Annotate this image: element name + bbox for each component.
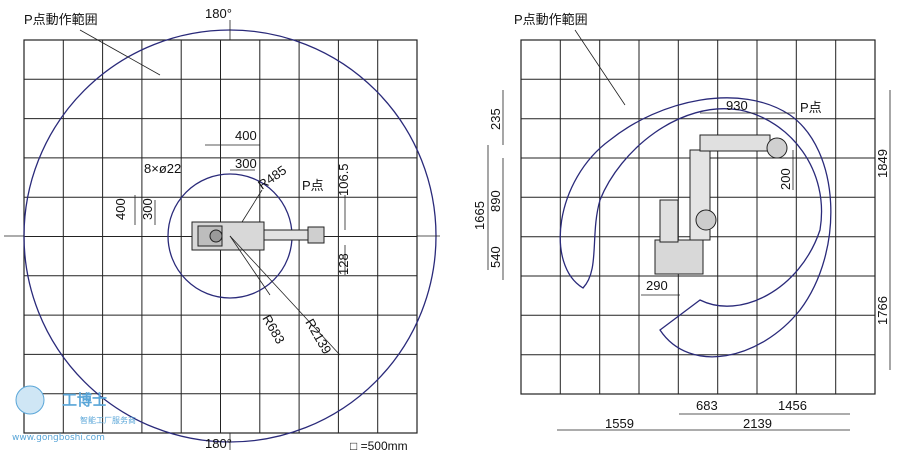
right-grid-frame xyxy=(520,39,876,395)
right-title: P点動作範囲 xyxy=(514,12,588,27)
left-dimension-lines xyxy=(79,29,346,356)
right-dim-1559: 1559 xyxy=(605,416,634,431)
watermark-brand: 工博士 xyxy=(62,391,107,409)
right-dim-235: 235 xyxy=(488,108,503,130)
left-grid xyxy=(23,39,418,434)
left-dim-300-side: 300 xyxy=(140,198,155,220)
left-angle-top: 180° xyxy=(205,6,232,21)
right-dim-1665: 1665 xyxy=(472,201,487,230)
left-dim-r2139: R2139 xyxy=(302,316,334,357)
left-dim-400-top: 400 xyxy=(235,128,257,143)
watermark-tagline: 智能工厂服务商 xyxy=(80,415,136,425)
watermark-logo: 工博士 智能工厂服务商 www.gongboshi.com xyxy=(12,385,136,443)
right-p-point: P点 xyxy=(800,100,822,115)
right-dim-290: 290 xyxy=(646,278,668,293)
left-title: P点動作範囲 xyxy=(24,12,98,27)
right-dim-1766: 1766 xyxy=(875,296,890,325)
right-dim-1456: 1456 xyxy=(778,398,807,413)
right-dim-200: 200 xyxy=(778,168,793,190)
right-dim-2139: 2139 xyxy=(743,416,772,431)
left-dim-holes: 8×ø22 xyxy=(144,161,181,176)
left-angle-bottom: 180° xyxy=(205,436,232,451)
watermark-url: www.gongboshi.com xyxy=(12,433,105,443)
right-reach-envelope xyxy=(559,97,832,358)
left-dim-128: 128 xyxy=(336,253,351,275)
left-dim-106-5: 106.5 xyxy=(336,163,351,196)
left-dim-300-top: 300 xyxy=(235,156,257,171)
left-dim-400-side: 400 xyxy=(113,198,128,220)
right-dim-890: 890 xyxy=(488,190,503,212)
scale-note: □ =500mm xyxy=(350,439,408,453)
left-p-point: P点 xyxy=(302,178,324,193)
right-dimension-lines xyxy=(487,29,891,431)
right-dim-540: 540 xyxy=(488,246,503,268)
right-dim-1849: 1849 xyxy=(875,149,890,178)
right-robot-side-view xyxy=(654,134,788,275)
right-dim-683: 683 xyxy=(696,398,718,413)
left-dim-r683: R683 xyxy=(259,312,288,346)
left-robot-top-view xyxy=(191,221,325,251)
right-dim-930: 930 xyxy=(726,98,748,113)
